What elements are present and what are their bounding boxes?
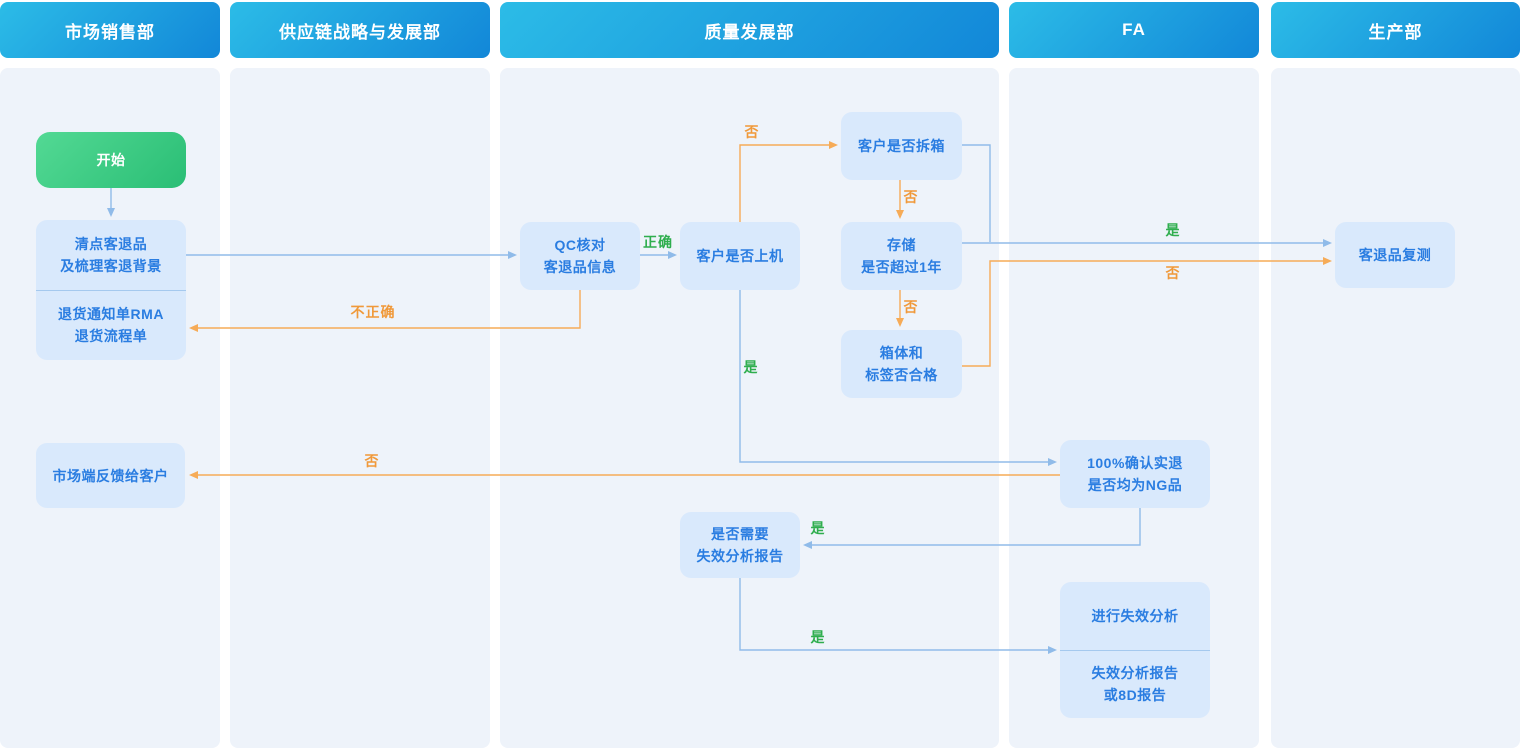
lane-header-production: 生产部	[1271, 2, 1520, 58]
lane-body-supply-chain	[230, 68, 490, 748]
edge-label-correct: 正确	[643, 234, 673, 250]
node-box-label-qualified: 箱体和 标签否合格	[841, 330, 962, 398]
edge-label-no-boxlabel: 否	[903, 299, 919, 315]
edge-label-yes-dofa: 是	[810, 629, 826, 645]
node-count-and-rma: 清点客退品 及梳理客退背景 退货通知单RMA 退货流程单	[36, 220, 186, 360]
node-qc-verify: QC核对 客退品信息	[520, 222, 640, 290]
node-do-fa: 进行失效分析	[1091, 607, 1179, 624]
lane-header-fa: FA	[1009, 2, 1259, 58]
node-customer-unboxed: 客户是否拆箱	[841, 112, 962, 180]
edge-label-no-unbox: 否	[744, 124, 760, 140]
edge-label-yes-retest: 是	[1165, 222, 1181, 238]
node-market-feedback: 市场端反馈给客户	[36, 443, 185, 508]
node-fa-analysis-and-report: 进行失效分析 失效分析报告 或8D报告	[1060, 582, 1210, 718]
edge-label-incorrect: 不正确	[350, 304, 396, 320]
node-fa-report: 失效分析报告 或8D报告	[1060, 649, 1210, 719]
lane-body-production	[1271, 68, 1520, 748]
node-storage-over-1year: 存储 是否超过1年	[841, 222, 962, 290]
lane-header-quality-dev: 质量发展部	[500, 2, 999, 58]
edge-label-no-retest: 否	[1165, 265, 1181, 281]
edge-label-no-feedback: 否	[364, 453, 380, 469]
node-customer-used: 客户是否上机	[680, 222, 800, 290]
node-count-returns: 清点客退品 及梳理客退背景	[60, 235, 162, 274]
node-confirm-ng: 100%确认实退 是否均为NG品	[1060, 440, 1210, 508]
edge-label-no-storage: 否	[903, 189, 919, 205]
edge-label-yes-needfa: 是	[810, 520, 826, 536]
node-retest: 客退品复测	[1335, 222, 1455, 288]
node-rma-return-form: 退货通知单RMA 退货流程单	[36, 289, 186, 361]
lane-header-supply-chain: 供应链战略与发展部	[230, 2, 490, 58]
lane-header-marketing-sales: 市场销售部	[0, 2, 220, 58]
node-start: 开始	[36, 132, 186, 188]
node-need-fa-report: 是否需要 失效分析报告	[680, 512, 800, 578]
edge-label-yes-ng: 是	[743, 359, 759, 375]
